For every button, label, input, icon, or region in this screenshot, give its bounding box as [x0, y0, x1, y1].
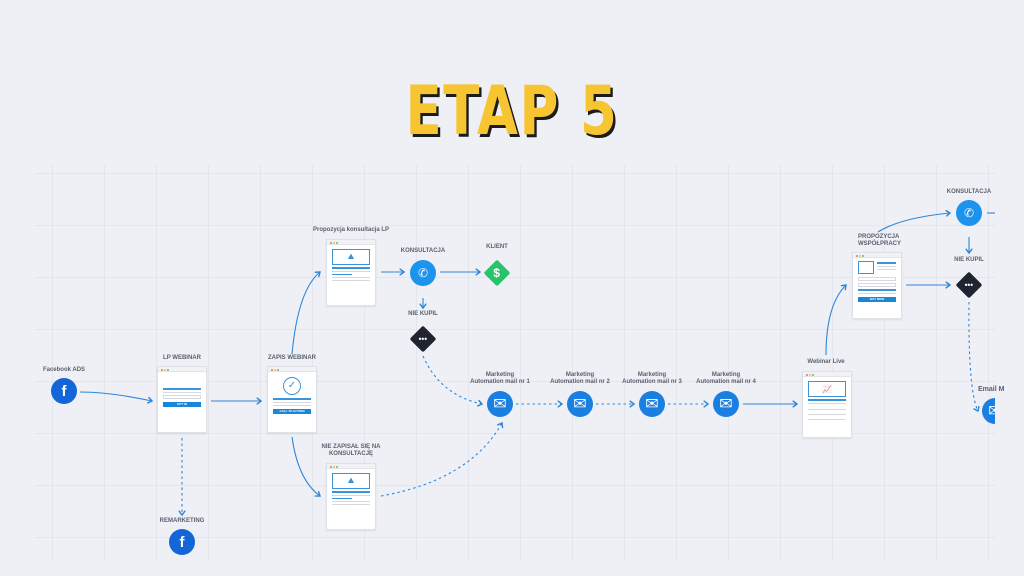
mail-icon[interactable]: ✉	[567, 391, 593, 417]
konsultacja2-label: KONSULTACJA	[946, 189, 992, 195]
optin-button: OPT IN	[163, 401, 201, 407]
nie-zapisal-label: NIE ZAPISAŁ SIĘ NA KONSULTACJĘ	[321, 444, 381, 457]
phone-icon[interactable]: ✆	[956, 200, 982, 226]
link-propozycja-konsultacja2	[877, 213, 950, 233]
link-webinar-propozycja	[825, 285, 846, 356]
chart-icon: 📈	[808, 381, 846, 397]
facebook-icon[interactable]: f	[169, 529, 195, 555]
link-zapis-propozycja	[291, 272, 320, 355]
nie-kupil2-label: NIE KUPIL	[954, 257, 984, 263]
mail-icon[interactable]: ✉	[713, 391, 739, 417]
lp-webinar-card[interactable]: OPT IN	[157, 366, 207, 433]
zapis-webinar-card[interactable]: ✓ CALL TO ACTION	[267, 366, 317, 433]
phone-icon[interactable]: ✆	[410, 260, 436, 286]
link-zapis-niezapisal	[291, 436, 320, 496]
page-title: ETAP 5	[405, 72, 619, 151]
mail-icon[interactable]: ✉	[639, 391, 665, 417]
facebook-ads-label: Facebook ADS	[42, 367, 86, 373]
klient-label: KLIENT	[486, 244, 508, 250]
mail4-label: Marketing Automation mail nr 4	[696, 372, 756, 385]
propozycja-lp-label: Propozycja konsultacja LP	[312, 227, 390, 233]
nie-zapisal-card[interactable]: ⛰	[326, 463, 376, 530]
diagram-canvas	[35, 165, 995, 560]
image-icon: ⛰	[332, 249, 370, 265]
webinar-live-card[interactable]: 📈	[802, 371, 852, 438]
check-icon: ✓	[283, 377, 301, 395]
link-niekupil2-email	[968, 301, 978, 411]
email-node-clipped: ✉	[960, 395, 995, 430]
link-niekupil-mail1	[422, 355, 482, 404]
zapis-webinar-label: ZAPIS WEBINAR	[268, 355, 316, 361]
link-fb-lp	[79, 391, 152, 401]
nie-kupil-label: NIE KUPIL	[408, 311, 438, 317]
mail3-label: Marketing Automation mail nr 3	[622, 372, 682, 385]
email-m-label: Email M	[978, 386, 1005, 393]
image-icon: ⛰	[332, 473, 370, 489]
mail1-label: Marketing Automation mail nr 1	[470, 372, 530, 385]
remarketing-label: REMARKETING	[159, 518, 205, 524]
propozycja-wspolpracy-card[interactable]: BUY NOW	[852, 252, 902, 319]
facebook-icon[interactable]: f	[51, 378, 77, 404]
propozycja-lp-card[interactable]: ⛰	[326, 239, 376, 306]
mail-icon[interactable]: ✉	[982, 398, 995, 424]
lp-webinar-label: LP WEBINAR	[163, 355, 201, 361]
buy-now-button: BUY NOW	[858, 296, 896, 302]
webinar-live-label: Webinar Live	[807, 359, 845, 365]
mail2-label: Marketing Automation mail nr 2	[550, 372, 610, 385]
konsultacja-label: KONSULTACJA	[400, 248, 446, 254]
mail-icon[interactable]: ✉	[487, 391, 513, 417]
propozycja-wspolpracy-label: PROPOZYCJA WSPÓŁPRACY	[858, 234, 902, 247]
cta-button: CALL TO ACTION	[273, 408, 311, 414]
link-niezapisal-mail1	[380, 423, 502, 497]
